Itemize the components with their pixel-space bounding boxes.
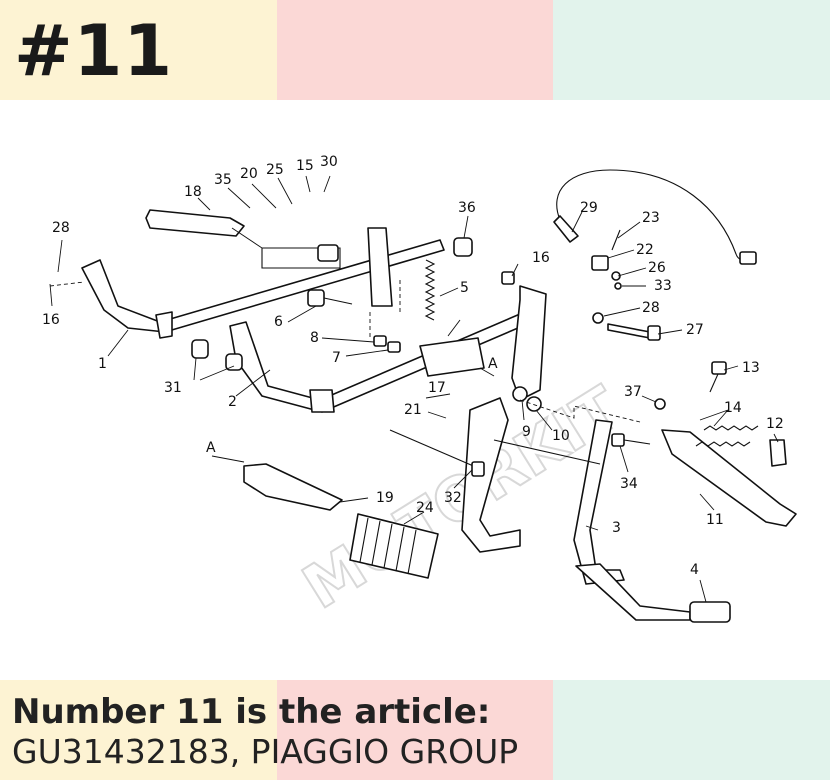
label-25: 25 (266, 162, 284, 178)
label-14: 14 (724, 400, 742, 416)
label-28-right: 28 (642, 300, 660, 316)
header-band-mint (553, 0, 830, 100)
article-code: GU31432183, PIAGGIO GROUP (12, 732, 519, 771)
label-19: 19 (376, 490, 394, 506)
part-31-bush-b (225, 353, 243, 371)
label-33: 33 (654, 278, 672, 294)
label-16-left: 16 (42, 312, 60, 328)
part-24-rubber-sleeve (349, 513, 439, 579)
article-caption: Number 11 is the article: (12, 692, 491, 732)
footer-band-pink (276, 680, 554, 780)
label-32: 32 (444, 490, 462, 506)
label-18: 18 (184, 184, 202, 200)
label-12: 12 (766, 416, 784, 432)
exploded-parts-diagram: MOTORKIT (42, 154, 797, 624)
part-1-brake-pedal-lever (81, 239, 445, 339)
label-11: 11 (706, 512, 724, 528)
label-9: 9 (522, 424, 531, 440)
part-bracket-vertical (367, 227, 393, 307)
part-central-bracket (511, 285, 547, 401)
label-27: 27 (686, 322, 704, 338)
label-17: 17 (428, 380, 446, 396)
label-a-left: A (206, 440, 216, 456)
label-35: 35 (214, 172, 232, 188)
part-11-side-stand (661, 425, 797, 527)
label-22: 22 (636, 242, 654, 258)
part-32-rod (389, 429, 479, 469)
part-4-foot-pad (689, 601, 731, 623)
label-31: 31 (164, 380, 182, 396)
label-36: 36 (458, 200, 476, 216)
header-band-yellow (0, 0, 277, 100)
label-2: 2 (228, 394, 237, 410)
part-labels: 1 2 3 4 5 6 7 8 9 10 11 12 13 14 15 16 1… (42, 154, 784, 578)
part-19-plate (243, 463, 343, 511)
label-21: 21 (404, 402, 422, 418)
header-band (0, 0, 830, 100)
part-36-bush (453, 237, 473, 257)
label-16-right: 16 (532, 250, 550, 266)
label-3: 3 (612, 520, 621, 536)
label-15: 15 (296, 158, 314, 174)
page-number: #11 (14, 10, 174, 92)
label-34: 34 (620, 476, 638, 492)
part-31-bush-a (191, 339, 209, 359)
label-a-right: A (488, 356, 498, 372)
label-1: 1 (98, 356, 107, 372)
part-6-bolt (307, 289, 353, 307)
header-band-pink (276, 0, 554, 100)
label-6: 6 (274, 314, 283, 330)
label-23: 23 (642, 210, 660, 226)
part-5-spring (424, 259, 436, 321)
footer-band (0, 680, 830, 780)
label-8: 8 (310, 330, 319, 346)
label-30: 30 (320, 154, 338, 170)
part-29-cable (556, 169, 751, 262)
label-20: 20 (240, 166, 258, 182)
label-37: 37 (624, 384, 642, 400)
label-10: 10 (552, 428, 570, 444)
part-3-center-stand (461, 397, 691, 621)
label-4: 4 (690, 562, 699, 578)
label-5: 5 (460, 280, 469, 296)
label-13: 13 (742, 360, 760, 376)
label-28-left: 28 (52, 220, 70, 236)
label-26: 26 (648, 260, 666, 276)
part-18-pad (145, 209, 245, 237)
footer-band-yellow (0, 680, 277, 780)
leader-lines (49, 175, 779, 603)
label-7: 7 (332, 350, 341, 366)
footer-band-mint (553, 680, 830, 780)
label-29: 29 (580, 200, 598, 216)
label-24: 24 (416, 500, 434, 516)
